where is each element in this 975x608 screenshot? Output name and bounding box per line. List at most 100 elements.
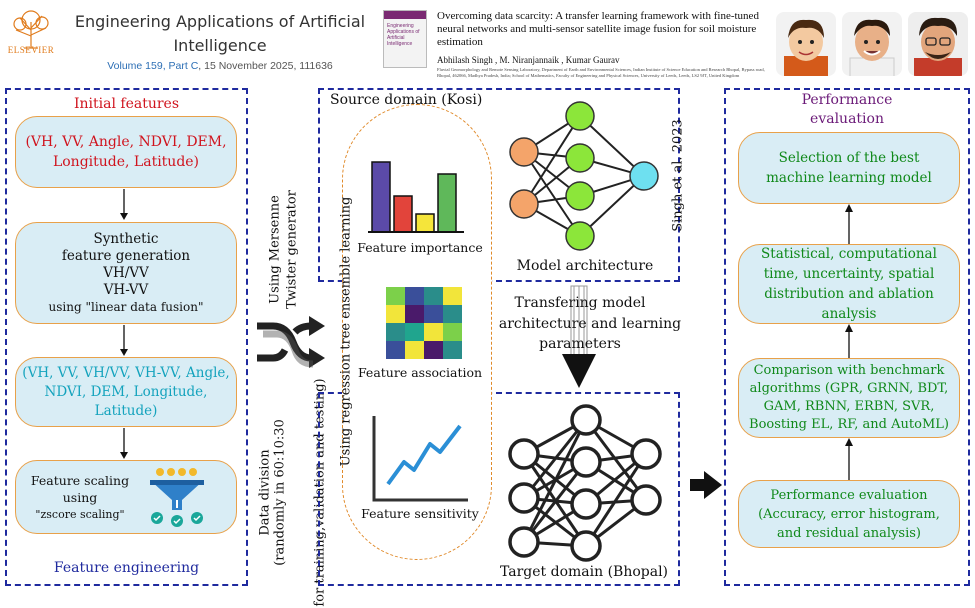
- journal-title[interactable]: Engineering Applications of Artificial I…: [74, 12, 366, 55]
- target-domain-panel: [318, 392, 680, 586]
- heatmap-cell: [405, 287, 424, 305]
- mersenne-label-2: Twister generator: [284, 190, 300, 309]
- hidden-node: [565, 181, 595, 211]
- heatmap-cell: [405, 341, 424, 359]
- performance-metrics-text: Performance evaluation (Accuracy, error …: [758, 487, 940, 541]
- citation-label: Singh et al. 2023: [670, 119, 686, 232]
- up-arrow-icon: [845, 438, 853, 480]
- scale-line-1: Feature scaling: [30, 472, 130, 488]
- feature-association-label: Feature association: [357, 365, 483, 380]
- funnel-icon: [150, 468, 204, 527]
- performance-metrics-box: Performance evaluation (Accuracy, error …: [738, 480, 960, 548]
- perf-title-1: Performance: [801, 92, 893, 108]
- best-model-box: Selection of the best machine learning m…: [738, 132, 960, 204]
- heatmap-cell: [405, 323, 424, 341]
- bar-chart-icon: [368, 161, 464, 233]
- thumb-title: Engineering Applications of Artificial I…: [387, 23, 420, 47]
- heatmap-cell: [443, 323, 462, 341]
- network-node: [508, 526, 540, 558]
- right-arrow-icon: [690, 471, 722, 499]
- network-node: [570, 488, 602, 520]
- down-arrow-icon: [120, 428, 128, 459]
- heatmap-icon: [386, 287, 462, 359]
- network-node: [630, 438, 662, 470]
- publisher-name: ELSEVIER: [7, 45, 55, 55]
- ensemble-learning-label: Using regression tree ensemble learning: [338, 196, 354, 467]
- heatmap-cell: [386, 341, 405, 359]
- neural-network-icon: [508, 404, 662, 562]
- data-division-label-2: (randomly in 60:10:30: [272, 419, 288, 566]
- synth-line-3: VH/VV: [103, 264, 149, 281]
- feature-engineering-panel: [5, 88, 248, 586]
- synth-line-5: using "linear data fusion": [48, 299, 204, 314]
- input-node: [509, 137, 539, 167]
- heatmap-cell: [443, 287, 462, 305]
- feature-scaling-box: Feature scaling using "zscore scaling": [15, 460, 237, 534]
- source-domain-title: Source domain (Kosi): [330, 92, 483, 108]
- issue-date: , 15 November 2025, 111636: [198, 60, 333, 72]
- network-node: [570, 530, 602, 562]
- mersenne-label-1: Using Mersenne: [267, 195, 283, 304]
- down-arrow-icon: [562, 285, 596, 388]
- all-features-box: (VH, VV, VH/VV, VH-VV, Angle, NDVI, DEM,…: [15, 357, 237, 427]
- line-chart-icon: [372, 416, 468, 502]
- heatmap-cell: [424, 341, 443, 359]
- down-arrow-icon: [120, 189, 128, 220]
- all-features-text: (VH, VV, VH/VV, VH-VV, Angle, NDVI, DEM,…: [22, 364, 230, 419]
- synth-line-2: feature generation: [61, 247, 191, 264]
- affiliations: Fluvial Geomorphology and Remote Sensing…: [437, 67, 765, 78]
- initial-features-title: Initial features: [73, 96, 180, 112]
- scale-line-2: using: [62, 489, 98, 505]
- author-avatar: [842, 12, 902, 76]
- synth-line-1: Synthetic: [93, 230, 159, 247]
- performance-evaluation-panel: [724, 88, 970, 586]
- analysis-box: Statistical, computational time, uncerta…: [738, 244, 960, 324]
- transfer-label-3: parameters: [539, 336, 621, 352]
- heatmap-cell: [386, 323, 405, 341]
- network-node: [570, 446, 602, 478]
- feature-sensitivity-label: Feature sensitivity: [361, 506, 479, 521]
- network-node: [508, 482, 540, 514]
- author-avatar: [776, 12, 836, 76]
- heatmap-cell: [443, 341, 462, 359]
- elsevier-tree-logo: [6, 8, 56, 52]
- feature-importance-label: Feature importance: [357, 240, 483, 255]
- bar-icon-shape: [393, 195, 413, 233]
- volume-link[interactable]: Volume 159, Part C: [107, 60, 199, 72]
- best-model-text: Selection of the best machine learning m…: [766, 150, 932, 186]
- target-domain-title: Target domain (Bhopal): [500, 564, 669, 580]
- shuffle-icon: [257, 316, 325, 368]
- author-list: Abhilash Singh , M. Niranjannaik , Kumar…: [437, 55, 620, 65]
- initial-features-box: (VH, VV, Angle, NDVI, DEM, Longitude, La…: [15, 116, 237, 188]
- heatmap-cell: [386, 305, 405, 323]
- synthetic-feature-box: Synthetic feature generation VH/VV VH-VV…: [15, 222, 237, 324]
- transfer-label-2: architecture and learning: [498, 316, 682, 332]
- transfer-label-1: Transfering model: [514, 295, 646, 311]
- paper-title[interactable]: Overcoming data scarcity: A transfer lea…: [437, 10, 759, 48]
- heatmap-cell: [424, 287, 443, 305]
- heatmap-cell: [405, 305, 424, 323]
- output-node: [629, 161, 659, 191]
- journal-issue-info: Volume 159, Part C, 15 November 2025, 11…: [70, 60, 370, 72]
- hidden-node: [565, 143, 595, 173]
- model-architecture-label: Model architecture: [516, 258, 654, 274]
- bar-icon-shape: [437, 173, 457, 233]
- synth-line-4: VH-VV: [103, 281, 149, 298]
- author-avatar: [908, 12, 968, 76]
- network-node: [508, 438, 540, 470]
- benchmark-text: Comparison with benchmark algorithms (GP…: [749, 363, 949, 432]
- heatmap-cell: [424, 323, 443, 341]
- network-node: [630, 484, 662, 516]
- up-arrow-icon: [845, 324, 853, 358]
- benchmark-comparison-box: Comparison with benchmark algorithms (GP…: [738, 358, 960, 438]
- neural-network-icon: [509, 101, 659, 251]
- analysis-text: Statistical, computational time, uncerta…: [761, 246, 937, 322]
- input-node: [509, 189, 539, 219]
- perf-title-2: evaluation: [810, 111, 884, 127]
- feature-engineering-label: Feature engineering: [53, 560, 200, 576]
- source-domain-panel: [318, 88, 680, 282]
- hidden-node: [565, 101, 595, 131]
- journal-cover-thumbnail[interactable]: Engineering Applications of Artificial I…: [383, 10, 427, 68]
- heatmap-cell: [424, 305, 443, 323]
- hidden-node: [565, 221, 595, 251]
